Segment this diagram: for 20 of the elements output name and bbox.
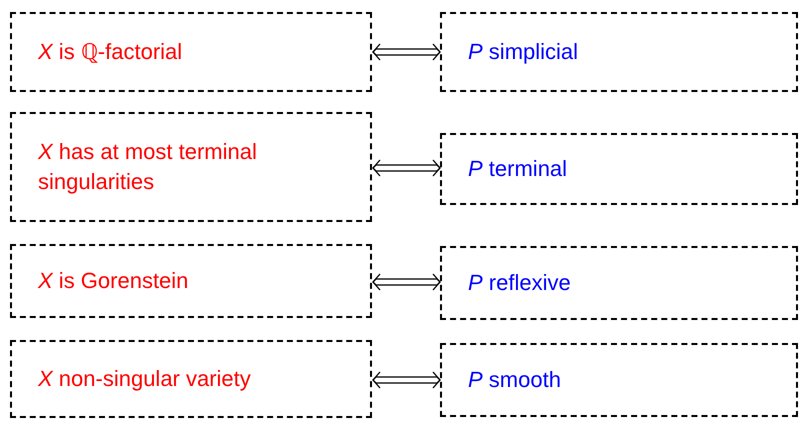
statement-text: X non-singular variety <box>38 365 251 393</box>
statement-text: X is ℚ-factorial <box>38 38 182 66</box>
statement-text: P simplicial <box>468 38 578 66</box>
statement-text: P smooth <box>468 366 561 394</box>
statement-text: P reflexive <box>468 269 571 297</box>
double-arrow <box>372 43 441 61</box>
statement-text: X is Gorenstein <box>38 267 188 295</box>
double-arrow <box>372 273 441 291</box>
double-arrow <box>372 371 441 389</box>
dashed-box <box>440 12 798 92</box>
dashed-box <box>440 246 798 320</box>
dashed-box <box>440 343 798 417</box>
statement-text: P terminal <box>468 155 568 183</box>
dashed-box <box>10 12 372 92</box>
double-arrow <box>372 159 441 177</box>
dashed-box <box>440 133 798 205</box>
dashed-box <box>10 112 372 222</box>
dashed-box <box>10 244 372 318</box>
statement-text: X has at most terminal singularities <box>38 138 258 196</box>
dashed-box <box>10 340 372 418</box>
